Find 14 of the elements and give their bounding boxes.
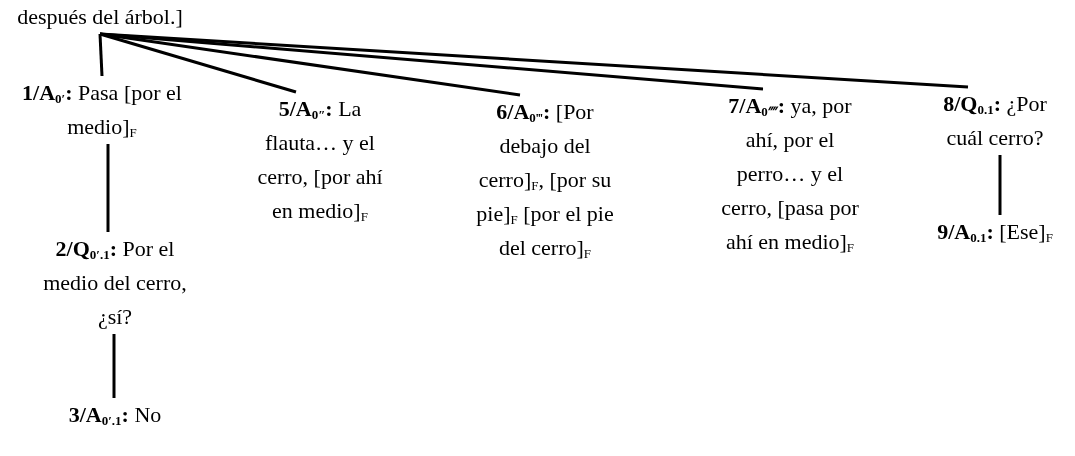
utterance-text: 5/A$_{0″}$: La flauta… y el cerro, [por ahí en medio]$_{F}$: [245, 92, 395, 228]
utterance-text: 6/A$_{0‴}$: [Por debajo del cerro]$_{F}$, [por su pie]$_{F}$ [por el pie del cerro]$_{F}$: [470, 95, 620, 265]
utterance-text: 1/A$_{0′}$: Pasa [por el medio]$_{F}$: [17, 76, 187, 144]
connector-line: [998, 155, 1002, 215]
connector-line: [106, 144, 110, 232]
utterance-text: 3/A$_{0′.1}$: No: [20, 398, 210, 432]
utterance-text: 7/A$_{0⁗}$: ya, por ahí, por el perro… y el cerro, [pasa por ahí en medio]$_{F}$: [715, 89, 865, 259]
connector-line: [112, 334, 116, 398]
utterance-text: 2/Q$_{0′.1}$: Por el medio del cerro, ¿sí?: [35, 232, 195, 334]
connector-line: [98, 33, 104, 77]
utterance-text: 8/Q$_{0.1}$: ¿Por cuál cerro?: [925, 87, 1065, 155]
connector-line: [99, 32, 969, 89]
utterance-text: después del árbol.]: [15, 0, 185, 34]
utterance-text: 9/A$_{0.1}$: [Ese]$_{F}$: [925, 215, 1065, 249]
